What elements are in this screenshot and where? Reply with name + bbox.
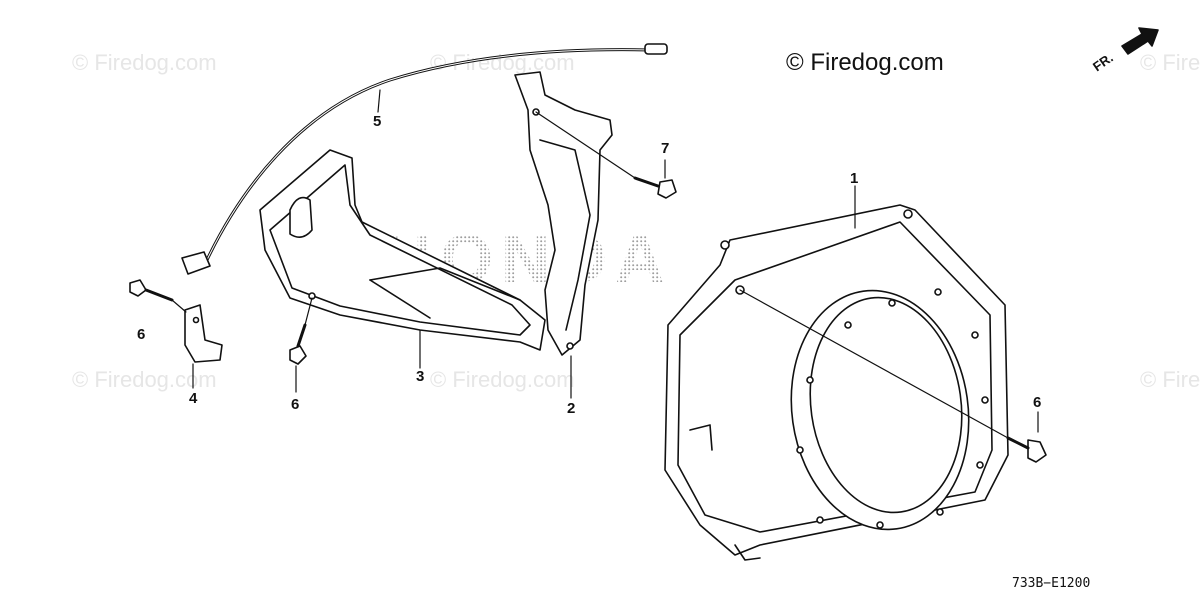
bolt-6-right — [1006, 436, 1047, 463]
callout-6: 6 — [291, 396, 300, 413]
callout-7: 7 — [661, 140, 670, 157]
part-2-baffle-plate — [514, 71, 613, 356]
callout-4: 4 — [189, 390, 198, 407]
callout-6: 6 — [1033, 394, 1042, 411]
callout-6: 6 — [137, 326, 146, 343]
front-direction-arrow-icon — [1121, 27, 1159, 55]
brand-label: © Firedog.com — [786, 49, 944, 76]
leader-lines — [171, 89, 1039, 439]
watermark: © Firedog.com — [1140, 367, 1200, 392]
bolt-7 — [633, 176, 677, 199]
watermark: © Firedog.com — [72, 50, 217, 75]
watermark: © Firedog.com — [430, 367, 575, 392]
part-3-shroud — [259, 149, 546, 351]
callout-1: 1 — [850, 170, 859, 187]
watermark: © Firedog.com — [430, 50, 575, 75]
callout-5: 5 — [373, 113, 382, 130]
bolt-6-center — [289, 323, 307, 365]
diagram-code: 733B−E1200 — [1012, 576, 1091, 591]
part-4-bracket — [184, 304, 223, 363]
callout-3: 3 — [416, 368, 425, 385]
callout-2: 2 — [567, 400, 576, 417]
bolt-6-left — [129, 279, 174, 302]
part-5-wire-harness — [181, 43, 668, 275]
watermark: © Firedog.com — [1140, 50, 1200, 75]
part-1-fan-cover — [664, 204, 1009, 561]
